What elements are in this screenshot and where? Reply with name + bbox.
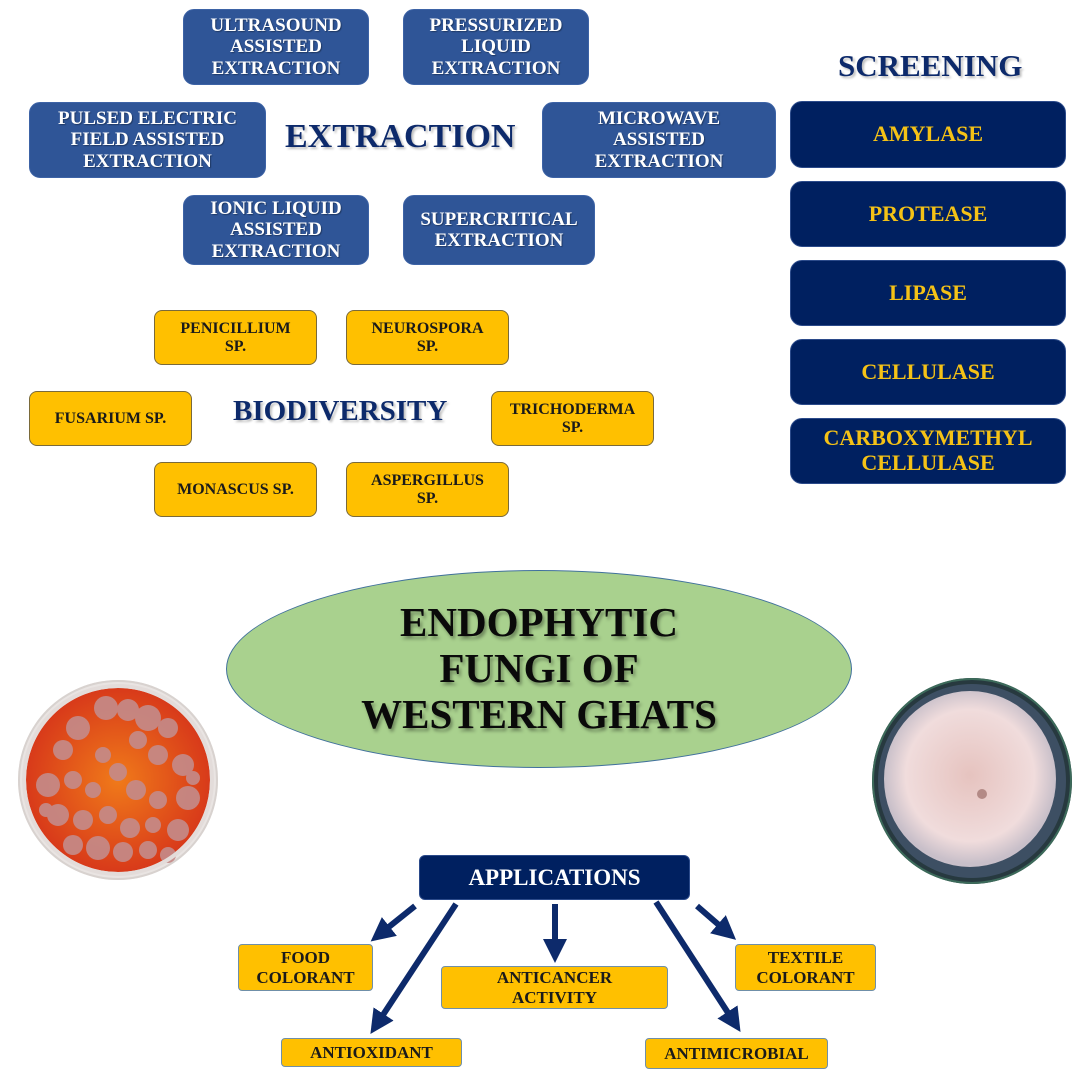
central-topic-title: ENDOPHYTIC FUNGI OF WESTERN GHATS bbox=[361, 599, 717, 737]
arrow-to-food-colorant bbox=[370, 903, 417, 942]
biodiversity-heading: BIODIVERSITY bbox=[233, 395, 448, 427]
white-fungal-mycelium-illustration bbox=[872, 678, 1072, 884]
left-petri-dish-image bbox=[18, 680, 218, 880]
screening-enzyme-lipase: LIPASE bbox=[790, 260, 1066, 326]
biodiversity-genus-fusarium: FUSARIUM SP. bbox=[29, 391, 192, 446]
applications-header: APPLICATIONS bbox=[419, 855, 690, 900]
red-fungal-colonies-illustration bbox=[22, 684, 214, 876]
screening-enzyme-protease: PROTEASE bbox=[790, 181, 1066, 247]
application-antimicrobial: ANTIMICROBIAL bbox=[645, 1038, 828, 1069]
extraction-heading: EXTRACTION bbox=[285, 118, 516, 155]
arrow-to-textile-colorant bbox=[695, 903, 737, 940]
application-antioxidant: ANTIOXIDANT bbox=[281, 1038, 462, 1067]
biodiversity-genus-monascus: MONASCUS SP. bbox=[154, 462, 317, 517]
central-topic-ellipse: ENDOPHYTIC FUNGI OF WESTERN GHATS bbox=[226, 570, 852, 768]
screening-heading: SCREENING bbox=[838, 48, 1023, 83]
right-petri-dish-image bbox=[870, 676, 1074, 886]
screening-enzyme-cellulase: CELLULASE bbox=[790, 339, 1066, 405]
screening-enzyme-amylase: AMYLASE bbox=[790, 101, 1066, 168]
